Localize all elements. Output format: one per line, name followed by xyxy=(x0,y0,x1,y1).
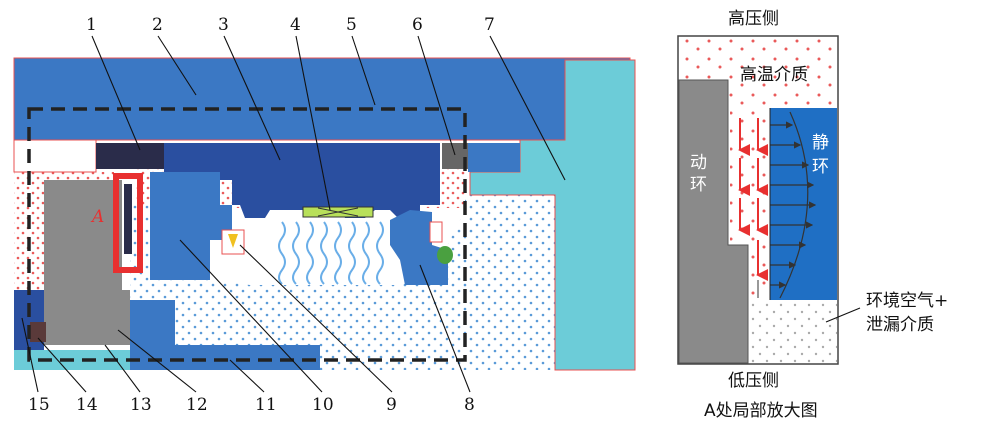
stationary-ring-label-1: 静 xyxy=(812,133,829,153)
stationary-ring-label-2: 环 xyxy=(812,157,829,177)
bellows-springs xyxy=(278,221,384,285)
part-9-pin xyxy=(221,229,245,255)
detail-marker-a: A xyxy=(90,207,104,227)
ambient-air-label: 环境空气+ xyxy=(866,291,948,311)
label-8: 8 xyxy=(464,395,475,415)
main-section: A xyxy=(13,57,636,371)
seal-ring-3 xyxy=(164,143,440,220)
stationary-ring-detail xyxy=(770,108,837,300)
label-13: 13 xyxy=(130,395,152,415)
rotating-ring-12 xyxy=(44,180,130,345)
high-temp-medium-label: 高温介质 xyxy=(740,65,808,85)
label-4: 4 xyxy=(290,15,301,35)
part-number-labels: 1 2 3 4 5 6 7 8 9 10 11 12 13 14 15 xyxy=(28,15,495,415)
label-3: 3 xyxy=(218,15,229,35)
label-1: 1 xyxy=(86,15,97,35)
part-8-block xyxy=(390,210,448,285)
label-2: 2 xyxy=(152,15,163,35)
label-11: 11 xyxy=(255,395,277,415)
label-10: 10 xyxy=(312,395,334,415)
ambient-region xyxy=(130,195,555,370)
label-6: 6 xyxy=(412,15,423,35)
label-15: 15 xyxy=(28,395,50,415)
detail-caption: A处局部放大图 xyxy=(704,401,818,421)
label-14: 14 xyxy=(76,395,98,415)
dashed-region-outline xyxy=(27,107,467,362)
label-9: 9 xyxy=(386,395,397,415)
part-14-block xyxy=(30,322,46,342)
flange-cyan xyxy=(469,59,636,371)
high-pressure-side-label: 高压侧 xyxy=(728,9,779,29)
leak-medium-label: 泄漏介质 xyxy=(866,315,934,335)
leader-lines xyxy=(21,35,566,393)
detail-a-highlight xyxy=(113,173,143,273)
rotating-ring-detail xyxy=(678,79,749,364)
o-ring-green xyxy=(437,246,453,264)
rotating-ring-label-1: 动 xyxy=(690,153,707,173)
part-1-block xyxy=(96,143,164,169)
part-10-block xyxy=(150,172,232,280)
label-12: 12 xyxy=(186,395,208,415)
part-11-block xyxy=(130,300,320,370)
label-7: 7 xyxy=(484,15,495,35)
label-5: 5 xyxy=(346,15,357,35)
detail-view xyxy=(677,35,861,365)
pressure-distribution-arrows xyxy=(769,108,817,300)
low-pressure-side-label: 低压侧 xyxy=(728,371,779,391)
leak-flow-arrows xyxy=(738,118,768,298)
rotating-ring-label-2: 环 xyxy=(690,175,707,195)
